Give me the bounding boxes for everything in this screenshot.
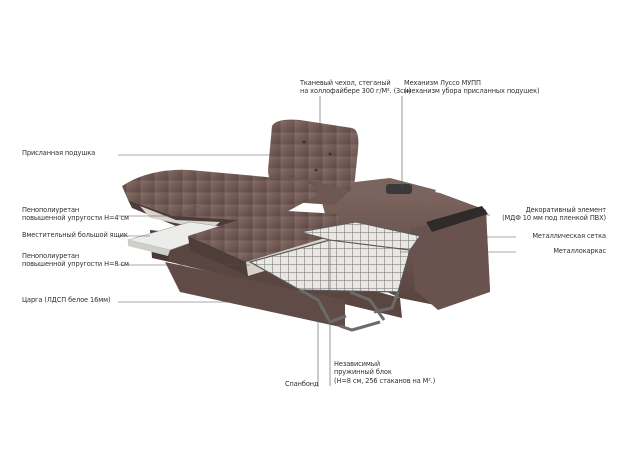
label-metal-grid: Металлическая сетка	[532, 232, 606, 240]
label-cover: Тканевый чехол, стеганый на холлофайбере…	[300, 79, 412, 96]
label-headrest-cushion: Присланная подушка	[22, 149, 96, 157]
headrest-cushion	[268, 119, 359, 193]
label-mechanism: Механизм Луссо МУПП (механизм убора прис…	[404, 79, 540, 96]
label-spunbond: Спанбонд	[285, 380, 319, 388]
label-spring-block: Независимый пружинный блок (Н=8 см, 256 …	[334, 360, 436, 385]
leader-lines	[118, 96, 516, 386]
label-frame-board: Царга (ЛДСП белое 16мм)	[22, 296, 111, 304]
label-decor: Декоративный элемент (МДФ 10 мм под плен…	[502, 206, 606, 223]
label-foam-4: Пенополиуретан повышенной упругости Н=4 …	[22, 206, 129, 223]
metal-frame	[299, 288, 400, 332]
label-storage-box: Вместительный большой ящик	[22, 231, 128, 239]
mechanism-handle	[386, 184, 412, 194]
label-metal-frame: Металлокаркас	[553, 247, 606, 255]
label-foam-8: Пенополиуретан повышенной упругости Н=8 …	[22, 252, 129, 269]
